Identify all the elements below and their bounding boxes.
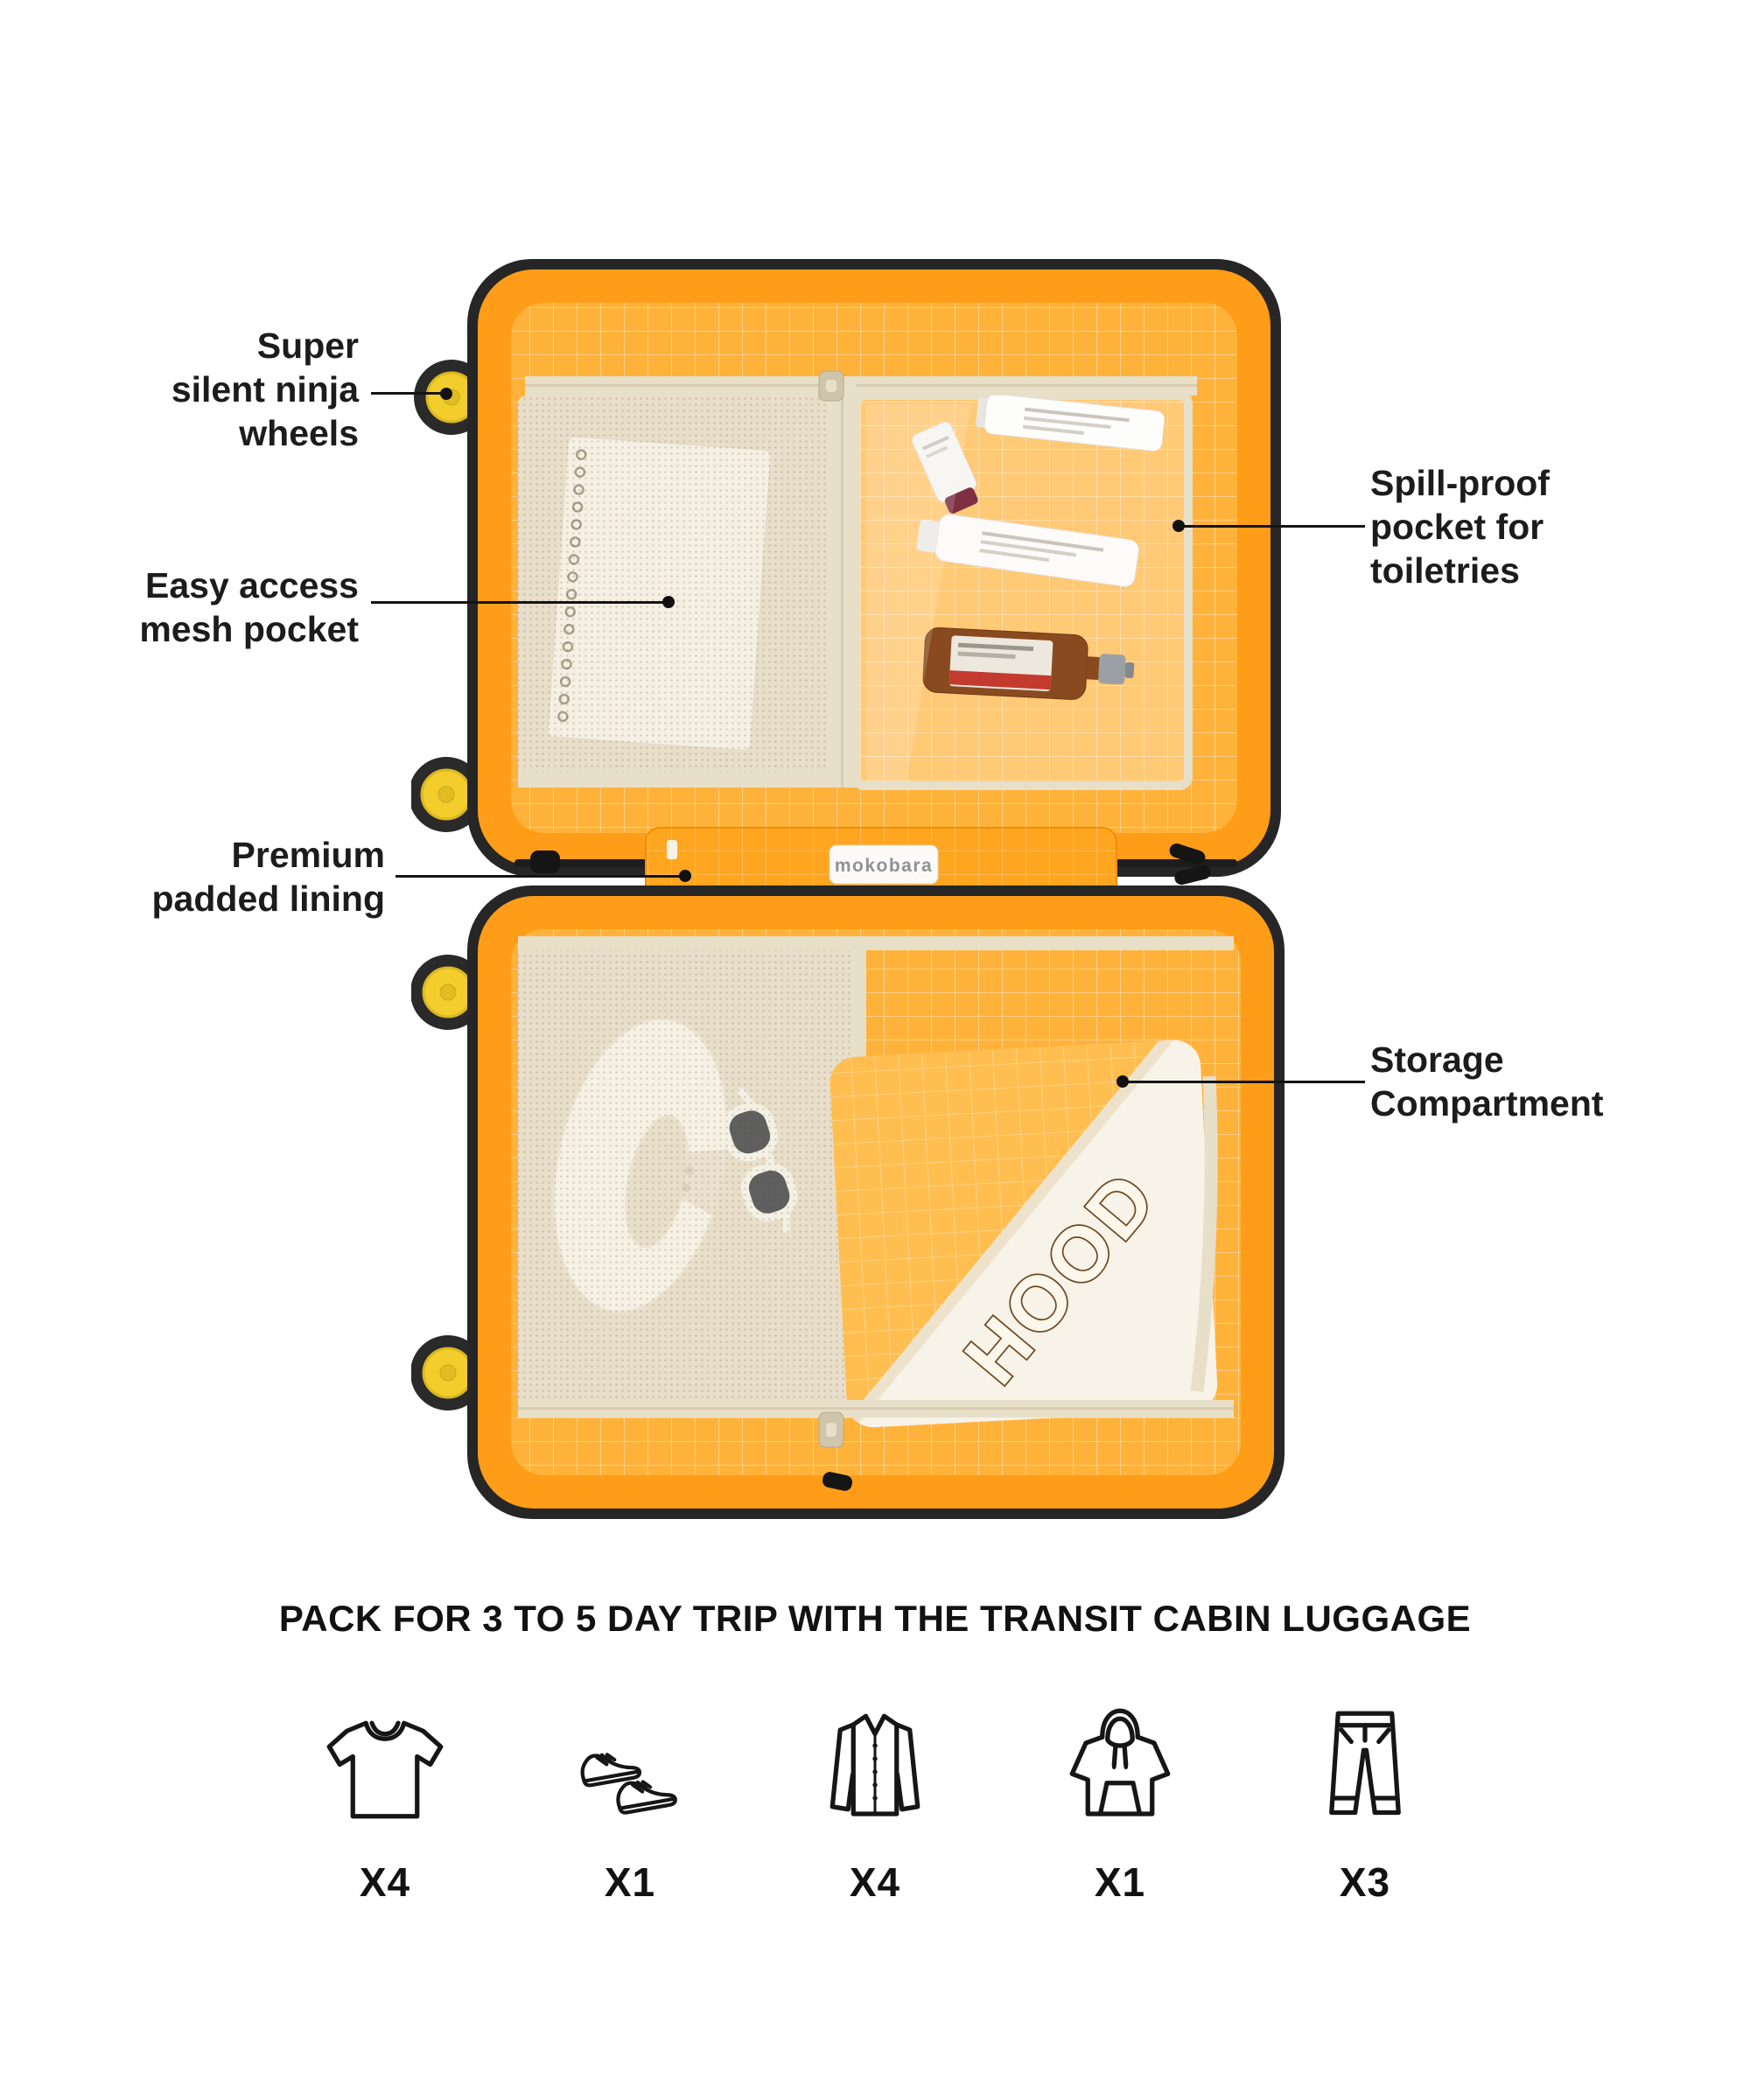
shirt-icon: [809, 1687, 941, 1834]
pack-count-hoodie: X1: [1094, 1859, 1146, 1905]
divider-strap: mokobara: [645, 827, 1117, 904]
callout-padded-lining: Premium padded lining: [114, 833, 385, 920]
hoodie-icon: [1054, 1687, 1186, 1834]
toiletry-tube-top: [976, 393, 1166, 452]
callout-dot-mesh: [662, 596, 675, 608]
pack-count-sneakers: X1: [604, 1859, 656, 1905]
tshirt-icon: [319, 1687, 451, 1834]
callout-spill-line1: Spill-proof: [1370, 463, 1550, 503]
callout-wheels: Super silent ninja wheels: [103, 324, 359, 455]
callout-spill-line3: toiletries: [1370, 550, 1520, 591]
pack-count-tshirt: X4: [359, 1859, 411, 1905]
pack-item-pants: X3: [1284, 1687, 1446, 1906]
top-half: [467, 259, 1281, 877]
divider: mokobara: [514, 827, 1237, 904]
pack-item-tshirt: X4: [304, 1687, 466, 1906]
callout-wheels-line1: Super: [256, 326, 359, 366]
callout-mesh-line1: Easy access: [145, 565, 359, 606]
bottom-half: HOOD: [467, 886, 1284, 1519]
callout-storage-line1: Storage: [1370, 1040, 1504, 1080]
storage-compartment: HOOD: [829, 1039, 1218, 1429]
bottom-mesh-pocket: [518, 950, 866, 1409]
toiletry-bottle-amber: [922, 626, 1135, 700]
callout-mesh-line2: mesh pocket: [139, 609, 359, 649]
toiletries-pocket: [851, 391, 1193, 790]
sneakers-icon: [578, 1687, 682, 1834]
callout-lining-line1: Premium: [231, 835, 385, 875]
mesh-pocket: [518, 396, 830, 788]
zipper-pull-bottom: [818, 1411, 844, 1448]
callout-connector-spill: [1183, 525, 1365, 528]
callout-connector-storage: [1127, 1081, 1365, 1083]
pack-item-shirt: X4: [794, 1687, 956, 1906]
callout-mesh-pocket: Easy access mesh pocket: [103, 564, 359, 651]
zipper-slider-left: [530, 850, 560, 873]
suitcase-svg: mokobara: [409, 259, 1284, 1519]
top-zipper-tapes: [525, 370, 1197, 788]
packing-items-row: X4: [0, 1687, 1750, 1906]
brand-label-patch: [829, 844, 939, 885]
pack-item-sneakers: X1: [550, 1687, 710, 1906]
divider-zipper-right: [1115, 859, 1237, 867]
bottom-zipper-tape: [518, 1400, 1234, 1491]
callout-storage: Storage Compartment: [1370, 1038, 1738, 1125]
callout-connector-mesh: [371, 601, 665, 604]
pack-item-hoodie: X1: [1040, 1687, 1200, 1906]
callout-wheels-line2: silent ninja: [171, 369, 359, 410]
callout-storage-line2: Compartment: [1370, 1083, 1604, 1124]
wheel-lower-left: [410, 955, 486, 1030]
toiletry-tube-mid: [916, 514, 1139, 587]
callout-dot-storage: [1116, 1075, 1129, 1088]
callout-dot-wheels: [440, 388, 452, 400]
suitcase-illustration: mokobara: [409, 236, 1339, 1549]
brand-label: mokobara: [835, 856, 933, 876]
pack-count-shirt: X4: [849, 1859, 901, 1905]
zipper-pull-top: [818, 370, 844, 402]
callout-wheels-line3: wheels: [239, 413, 359, 453]
pack-count-pants: X3: [1339, 1859, 1391, 1905]
callout-lining-line2: padded lining: [151, 878, 385, 919]
bottom-top-tape: [518, 936, 1234, 950]
toiletry-tube-maroon: [912, 422, 978, 514]
compartment-zipper-tape: [1190, 1075, 1218, 1392]
callout-connector-lining: [396, 875, 682, 878]
mesh-pocket-bottom-tape: [518, 772, 830, 788]
callout-spill-proof: Spill-proof pocket for toiletries: [1370, 461, 1659, 592]
callout-connector-wheels: [371, 392, 441, 395]
callout-spill-line2: pocket for: [1370, 507, 1544, 547]
packing-heading: PACK FOR 3 TO 5 DAY TRIP WITH THE TRANSI…: [278, 1598, 1472, 1639]
packing-guide: PACK FOR 3 TO 5 DAY TRIP WITH THE TRANSI…: [0, 1598, 1750, 1906]
callout-dot-lining: [679, 870, 691, 882]
callout-dot-spill: [1172, 520, 1185, 532]
zipper-sliders-right: [1169, 843, 1211, 886]
zipper-slider-bottom: [822, 1472, 853, 1491]
pants-icon: [1299, 1687, 1431, 1834]
